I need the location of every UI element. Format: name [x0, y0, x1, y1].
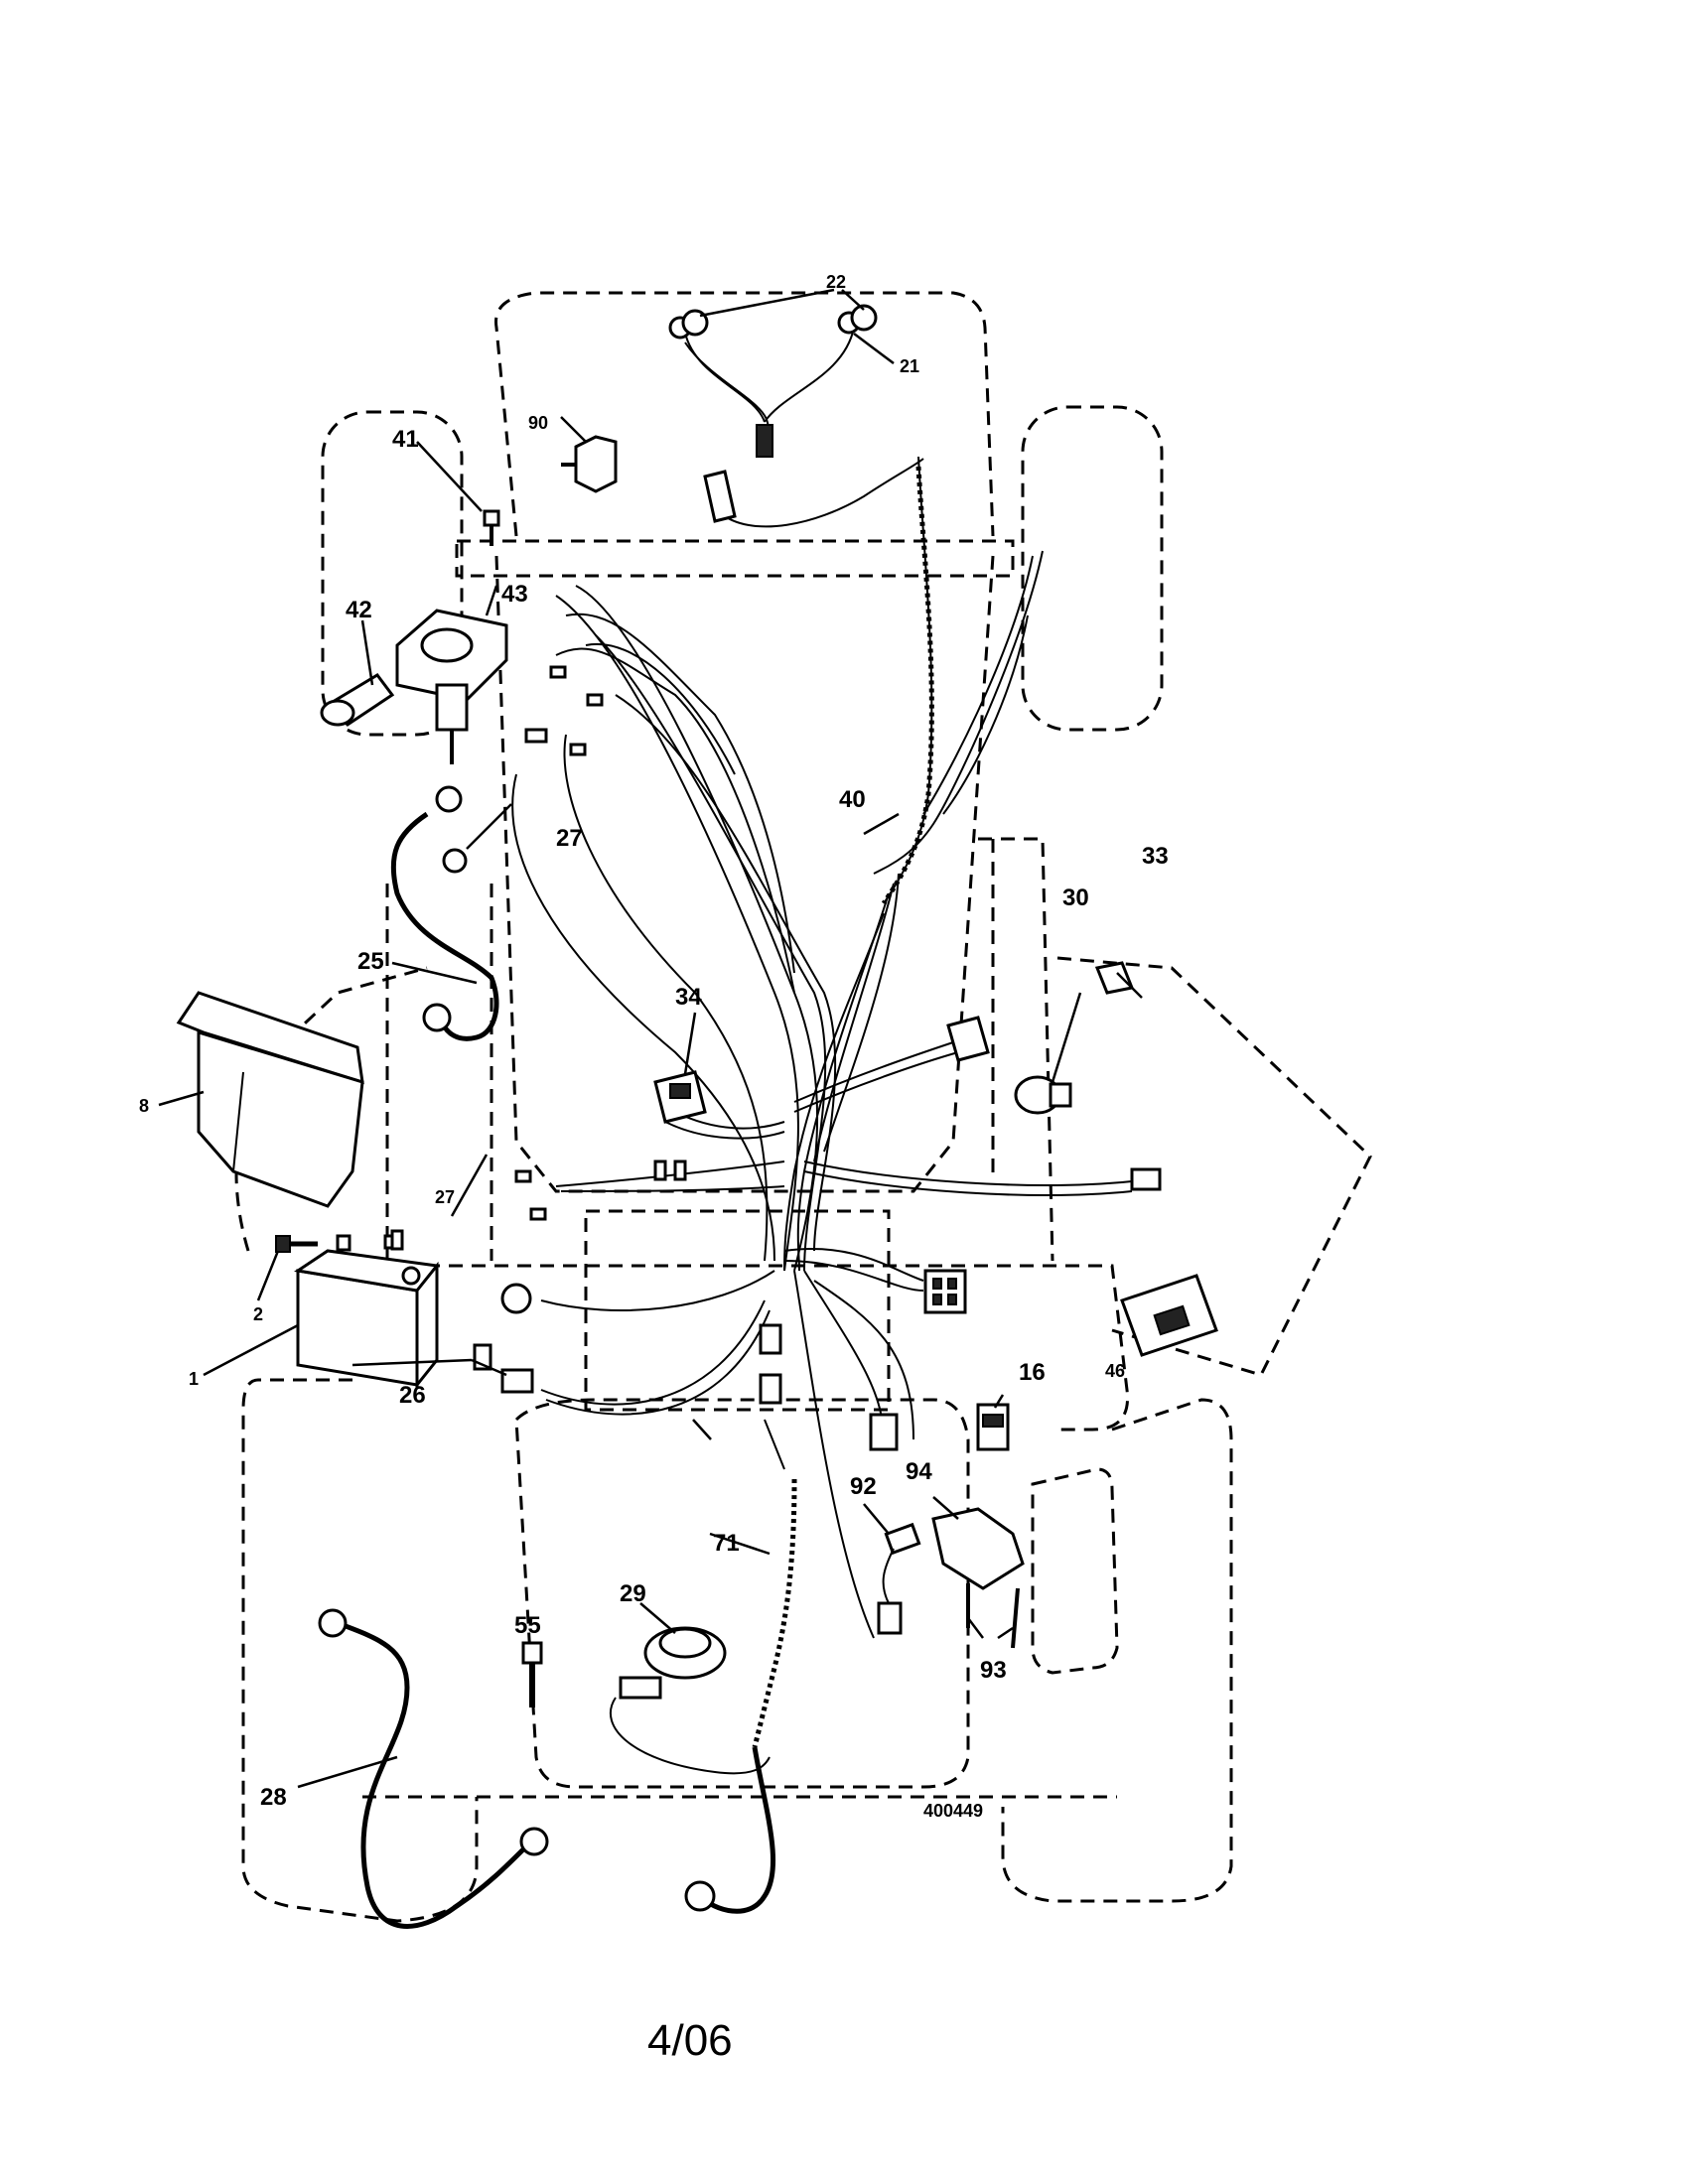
callout-1: 1 — [189, 1369, 199, 1389]
callout-8: 8 — [139, 1096, 149, 1116]
callout-labels: 22 21 90 41 43 42 40 27 33 30 25 34 8 27… — [139, 272, 1169, 2065]
drawing-number: 400449 — [923, 1801, 983, 1821]
seat-area-outline — [584, 1209, 891, 1412]
callout-25: 25 — [357, 948, 384, 975]
ring-terminal-71 — [684, 1880, 716, 1912]
callout-2: 2 — [253, 1304, 263, 1324]
connector-90-lead — [703, 470, 737, 523]
seat-switch-94 — [931, 1507, 1025, 1590]
battery-cable-28 — [318, 1608, 549, 1929]
front-left-wheel-outline — [321, 410, 464, 737]
callout-16: 16 — [1019, 1359, 1046, 1386]
switch-16 — [976, 1403, 1010, 1451]
callout-93: 93 — [980, 1657, 1007, 1684]
callout-46: 46 — [1105, 1361, 1125, 1381]
callout-26: 26 — [399, 1382, 426, 1409]
screws-93 — [966, 1583, 1020, 1649]
nut-27-upper — [442, 848, 468, 874]
battery-1 — [294, 1249, 440, 1390]
connector-30-plug — [946, 1016, 990, 1062]
switch-90 — [561, 435, 618, 493]
spade-terminals-mid — [514, 1169, 547, 1221]
bolt-55 — [521, 1641, 543, 1707]
nut-27-lower — [390, 1229, 404, 1251]
solenoid-43 — [395, 609, 508, 764]
panel-46 — [1120, 1274, 1218, 1357]
headlight-bulbs-22 — [668, 304, 878, 340]
ignition-switch-30 — [1014, 1075, 1072, 1115]
shift-gate-outline — [1031, 1467, 1119, 1675]
buzzer-29 — [610, 1626, 771, 1775]
cable-25 — [390, 811, 499, 1041]
callout-29: 29 — [620, 1580, 646, 1607]
bolt-41 — [483, 509, 500, 546]
ring-terminal-28-top — [318, 1608, 348, 1638]
ring-terminal-harness — [500, 1283, 532, 1314]
connector-right — [1130, 1167, 1162, 1191]
callout-92: 92 — [850, 1473, 877, 1500]
rear-right-wheel-outline — [1001, 1398, 1233, 1903]
switch-34 — [653, 1070, 707, 1181]
page-number: 4/06 — [647, 2016, 733, 2065]
front-right-wheel-outline — [1021, 405, 1164, 732]
front-axle-outline — [455, 539, 1015, 578]
connectors-92 — [877, 1522, 921, 1635]
callout-34: 34 — [675, 984, 702, 1011]
callout-28: 28 — [260, 1784, 287, 1811]
callout-94: 94 — [906, 1458, 932, 1485]
callout-55: 55 — [514, 1612, 541, 1639]
ring-terminal-28-bottom — [519, 1827, 549, 1856]
harness-wires — [511, 327, 1133, 1639]
bolt-2 — [275, 1234, 395, 1253]
right-fender-outline — [1056, 956, 1372, 1377]
callout-41: 41 — [392, 426, 419, 453]
coiled-harness-40 — [881, 456, 934, 905]
callout-43: 43 — [501, 581, 528, 608]
callout-71: 71 — [713, 1530, 740, 1557]
leader-lines — [158, 288, 1143, 1789]
callout-33: 33 — [1142, 843, 1169, 870]
boot-42 — [320, 673, 395, 727]
rear-left-wheel-outline — [241, 1378, 479, 1923]
callout-27-lower: 27 — [435, 1187, 455, 1207]
center-connectors — [759, 1323, 899, 1451]
rear-body-outline — [357, 1264, 1130, 1432]
callout-42: 42 — [346, 597, 372, 623]
fuse-26 — [473, 1343, 534, 1394]
headlight-connector-21 — [756, 424, 773, 458]
rear-deck-outline — [514, 1398, 970, 1789]
spade-terminals-upper — [524, 665, 604, 756]
battery-box-8 — [176, 991, 364, 1208]
tractor-outline — [234, 291, 1372, 1923]
hood-inner-outline — [494, 555, 995, 1193]
ring-terminal-solenoid — [435, 785, 463, 813]
coiled-cord-71 — [684, 1419, 797, 1914]
callout-40: 40 — [839, 786, 866, 813]
callout-90: 90 — [528, 413, 548, 433]
connector-6pin — [923, 1269, 967, 1314]
ring-terminal-25 — [422, 1003, 452, 1032]
callout-30: 30 — [1062, 885, 1089, 911]
callout-21: 21 — [900, 356, 919, 376]
callout-27-upper: 27 — [556, 825, 583, 852]
callout-22: 22 — [826, 272, 846, 292]
relay-33 — [1094, 961, 1135, 995]
frame-outline — [385, 837, 1054, 1262]
